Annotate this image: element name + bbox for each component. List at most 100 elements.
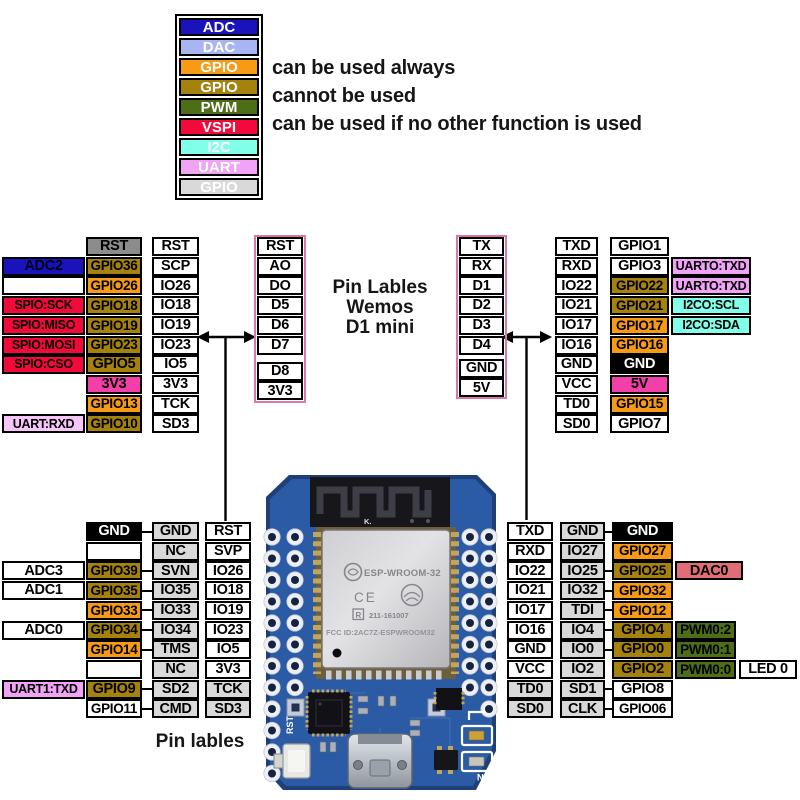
pin-box-empty [2,276,85,296]
pin-box-io22: IO22 [507,561,553,581]
pin-box-d3: D3 [459,315,504,335]
pin-box-io4: IO4 [560,620,605,640]
regulator-ic [434,750,458,770]
pin-box-gpio33: GPIO33 [86,600,142,620]
connector-tick [141,629,152,631]
pin-box-3v3: 3V3 [205,659,251,679]
pin-box-adc3: ADC3 [2,561,85,581]
pin-box-gnd: GND [86,522,142,541]
connector-tick [605,688,612,691]
on-label: ON [477,771,491,782]
pin-box-gnd: GND [507,640,553,660]
pin-box-gpio14: GPIO14 [86,640,142,660]
pin-box-empty [86,541,142,561]
pin-box-io17: IO17 [555,315,598,335]
pin-box-spio-miso: SPIO:MISO [2,315,85,335]
connector-tick [605,530,612,533]
pin-box-ao: AO [257,256,303,276]
wifi-logo [400,583,424,607]
pin-box-d6: D6 [257,315,303,335]
pin-box-5v: 5V [459,378,504,398]
pin-box-gnd: GND [612,522,673,541]
pin-box-dac0: DAC0 [675,561,743,581]
pin-box-gpio4: GPIO4 [612,620,673,640]
pin-box-d7: D7 [257,335,303,355]
pin-box-rx: RX [459,256,504,276]
pin-box-gpio11: GPIO11 [86,699,142,719]
metal-shield [321,529,451,669]
pin-box-gpio16: GPIO16 [610,335,669,355]
pin-box-uarto-txd: UARTO:TXD [671,276,751,296]
pin-box-io21: IO21 [507,581,553,601]
rst-label: RST [285,715,295,734]
pin-box-tms: TMS [152,640,199,660]
pin-box-gpio35: GPIO35 [86,581,142,601]
pin-box-gnd: GND [555,355,598,375]
pin-box-gpio18: GPIO18 [86,296,142,316]
legend-note-always: can be used always [272,57,456,79]
pin-box-gpio0: GPIO0 [612,640,673,660]
connector-tick [605,609,612,612]
pin-box-gpio19: GPIO19 [86,315,142,335]
pin-box-td0: TD0 [555,394,598,414]
pin-box-gpio3: GPIO3 [610,256,669,276]
connector-tick [141,530,152,533]
pin-box-nc: NC [152,541,199,561]
pin-box-3v3: 3V3 [86,374,142,394]
pin-box-cmd: CMD [152,699,199,719]
pin-box-sd0: SD0 [507,699,553,719]
pin-box-gpio27: GPIO27 [612,541,673,561]
pin-box-d4: D4 [459,335,504,355]
pin-box-io34: IO34 [152,620,199,640]
pin-box-td0: TD0 [507,679,553,699]
pin-box-adc0: ADC0 [2,620,85,640]
qfn-chip [308,692,350,734]
pin-box-gpio26: GPIO26 [86,276,142,296]
pin-box-io23: IO23 [152,335,199,355]
pin-box-gnd: GND [152,522,199,541]
connector-tick [141,688,152,691]
pin-box-gpio13: GPIO13 [86,394,142,414]
wemos-label-frame-left [254,234,306,403]
connector-tick [605,589,612,592]
pin-box-5v: 5V [610,374,669,394]
antenna-dot [410,519,414,523]
pin-box-do: DO [257,276,303,296]
wemos-label-frame-right [456,234,507,399]
pin-box-gpio34: GPIO34 [86,620,142,640]
pin-box-pwm0-2: PWM0:2 [675,620,736,640]
pin-box-uarto-txd: UARTO:TXD [671,256,751,276]
legend-swatch-uart-7: UART [179,158,259,176]
pin-box-sd3: SD3 [152,414,199,434]
legend-swatch-i2c-6: I2C [179,138,259,156]
pin-box-gpio9: GPIO9 [86,679,142,699]
connector-tick [605,648,612,651]
pin-box-gpio5: GPIO5 [86,355,142,375]
pin-box-sd1: SD1 [560,679,605,699]
legend-swatch-vspi-5: VSPI [179,118,259,136]
small-ic [436,688,462,710]
pin-box-io27: IO27 [560,541,605,561]
pin-box-spio-cso: SPIO:CSO [2,355,85,375]
pin-box-gpio39: GPIO39 [86,561,142,581]
pin-box-gnd: GND [459,358,504,378]
pin-box-gpio12: GPIO12 [612,600,673,620]
pin-box-io5: IO5 [205,640,251,660]
pin-box-gpio06: GPIO06 [612,699,673,719]
pin-box-gnd: GND [610,355,669,375]
pin-box-pwm0-0: PWM0:0 [675,659,736,679]
pin-box-spio-mosi: SPIO:MOSI [2,335,85,355]
pin-box-tck: TCK [205,679,251,699]
legend-swatch-gpio-8: GPIO [179,178,259,196]
pin-box-io18: IO18 [205,581,251,601]
antenna-k-label: K. [364,517,372,526]
legend-note-cannot: cannot be used [272,85,416,107]
pin-box-d5: D5 [257,296,303,316]
board-photo: K. ESP-WROOM-32 CE R 211-161007 FCC ID:2… [263,475,498,790]
espressif-logo [343,562,363,582]
pin-box-vcc: VCC [507,659,553,679]
telec-number: 211-161007 [369,611,409,620]
pin-box-io18: IO18 [152,296,199,316]
pin-box-txd: TXD [555,237,598,256]
pin-box-rst: RST [205,522,251,541]
